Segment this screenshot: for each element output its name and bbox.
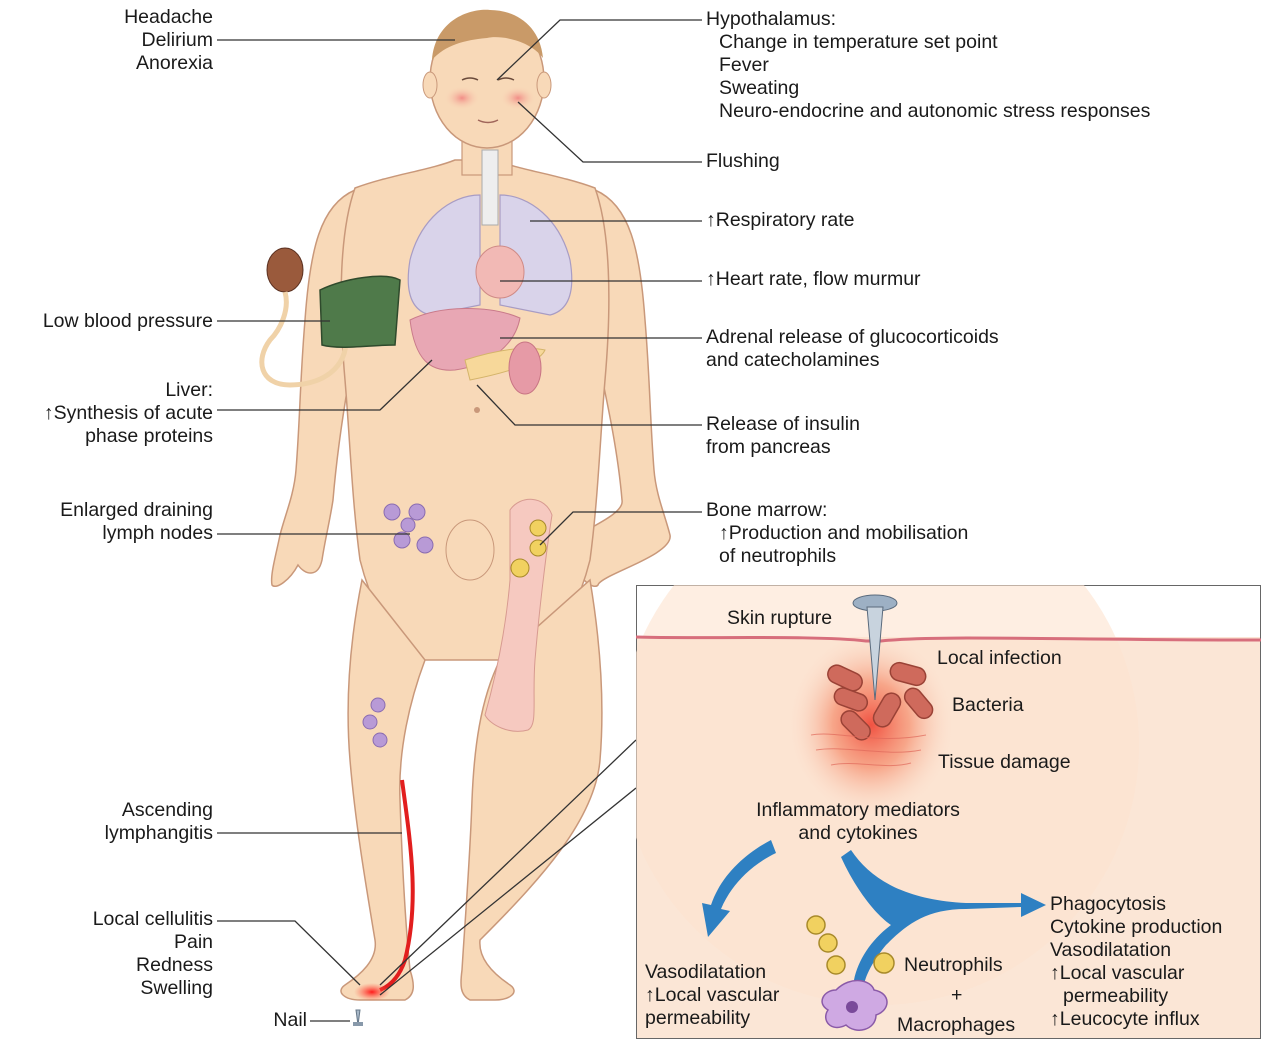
cellulitis-label: Local cellulitis Pain Redness Swelling	[93, 908, 213, 1000]
headache-text: Headache	[124, 6, 213, 29]
lymph-nodes-label: Enlarged draining lymph nodes	[60, 499, 213, 545]
right-ear	[537, 72, 551, 98]
left-leg	[341, 580, 425, 1000]
skin-rupture-label: Skin rupture	[727, 607, 832, 630]
cuff-band	[320, 276, 400, 347]
brain-symptoms-label: Headache Delirium Anorexia	[124, 6, 213, 75]
left-effects-label: Vasodilatation ↑Local vascular permeabil…	[645, 961, 779, 1030]
delirium-text: Delirium	[124, 29, 213, 52]
trachea	[482, 150, 498, 225]
right-effects-label: Phagocytosis Cytokine production Vasodil…	[1050, 893, 1222, 1031]
adrenal-label: Adrenal release of glucocorticoids and c…	[706, 326, 999, 372]
bacteria-label: Bacteria	[952, 694, 1024, 717]
liver-label: Liver: ↑Synthesis of acute phase protein…	[44, 379, 213, 448]
heart-label: ↑Heart rate, flow murmur	[706, 268, 921, 291]
heart	[476, 246, 524, 298]
blood-pressure-label: Low blood pressure	[43, 310, 213, 333]
respiratory-label: ↑Respiratory rate	[706, 209, 854, 232]
neutrophils-label: Neutrophils	[904, 954, 1003, 977]
flushing-label: Flushing	[706, 150, 780, 173]
bone-marrow-label: Bone marrow: ↑Production and mobilisatio…	[706, 499, 968, 568]
anorexia-text: Anorexia	[124, 52, 213, 75]
macrophages-label: Macrophages	[897, 1014, 1015, 1037]
cuff-bulb	[267, 248, 303, 292]
plus-label: +	[951, 984, 962, 1007]
mediators-label: Inflammatory mediators and cytokines	[733, 799, 983, 845]
nail-label: Nail	[273, 1009, 307, 1032]
hypothalamus-label: Hypothalamus: Change in temperature set …	[706, 8, 1150, 123]
left-ear	[423, 72, 437, 98]
insulin-label: Release of insulin from pancreas	[706, 413, 860, 459]
tissue-damage-label: Tissue damage	[938, 751, 1071, 774]
stomach	[509, 342, 541, 394]
lymphangitis-label: Ascending lymphangitis	[105, 799, 213, 845]
local-infection-label: Local infection	[937, 647, 1062, 670]
